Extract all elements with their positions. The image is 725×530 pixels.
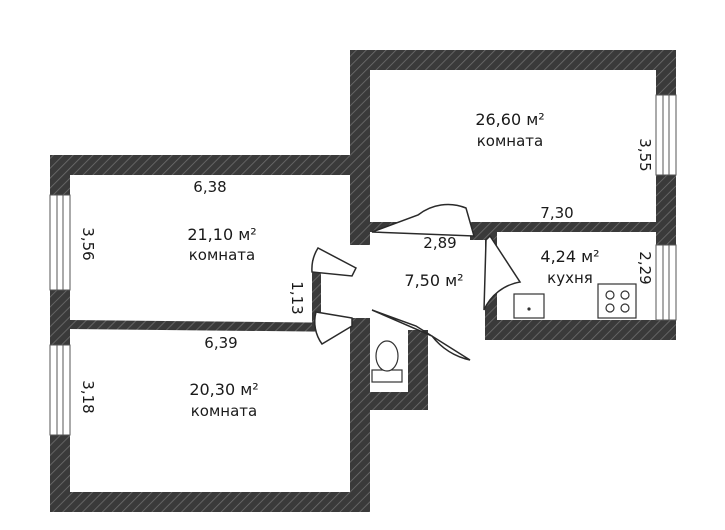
window-top-right [655,94,677,176]
wall-corridor-pier [312,260,321,326]
door-left-upper-room [311,247,357,277]
door-bathroom [371,309,471,361]
wall-hall-right-stub [470,232,485,240]
top-right-room-name: комната [477,132,543,150]
kitchen-area: 4,24 м² [540,247,599,266]
wall-spine-lower [350,318,370,512]
wall-bath-bottom [370,392,428,410]
wall-bath-right [408,330,428,410]
dim-kitchen-height: 2,29 [636,251,654,284]
toilet-icon [371,340,403,383]
wall-kitchen-bottom [485,320,676,340]
door-kitchen [483,234,522,311]
room-labels: 26,60 м² комната 21,10 м² комната 20,30 … [187,110,599,420]
dimension-labels: 7,30 6,38 6,39 2,89 3,55 3,56 3,18 1,13 … [79,138,654,413]
dim-corridor-width: 1,13 [288,281,306,314]
top-right-room-area: 26,60 м² [475,110,544,129]
dim-left-lower-height: 3,18 [79,380,97,413]
dim-left-upper-width: 6,38 [193,178,226,196]
dim-left-upper-height: 3,56 [79,227,97,260]
door-left-lower-room [314,311,353,345]
hall-area: 7,50 м² [404,271,463,290]
windows [49,94,677,436]
left-upper-room-area: 21,10 м² [187,225,256,244]
window-left-lower [49,344,71,436]
kitchen-name: кухня [547,269,593,287]
left-lower-room-area: 20,30 м² [189,380,258,399]
dim-top-right-width: 7,30 [540,204,573,222]
window-left-upper [49,194,71,291]
stove-icon [597,283,637,319]
dim-left-lower-width: 6,39 [204,334,237,352]
dim-hall-width: 2,89 [423,234,456,252]
doors [311,203,522,361]
wall-spine-upper [350,175,370,245]
left-upper-room-name: комната [189,246,255,264]
window-kitchen [655,244,677,321]
wall-left-upper-top [50,155,370,175]
door-top-right-room [371,203,476,237]
left-lower-room-name: комната [191,402,257,420]
wall-top-right-top [350,50,676,70]
dim-top-right-height: 3,55 [636,138,654,171]
wall-rooms-divider [69,320,320,332]
wall-bottom [50,492,370,512]
fixtures [371,283,637,383]
sink-icon [513,293,545,319]
wall-top-right-bottom [370,222,660,232]
